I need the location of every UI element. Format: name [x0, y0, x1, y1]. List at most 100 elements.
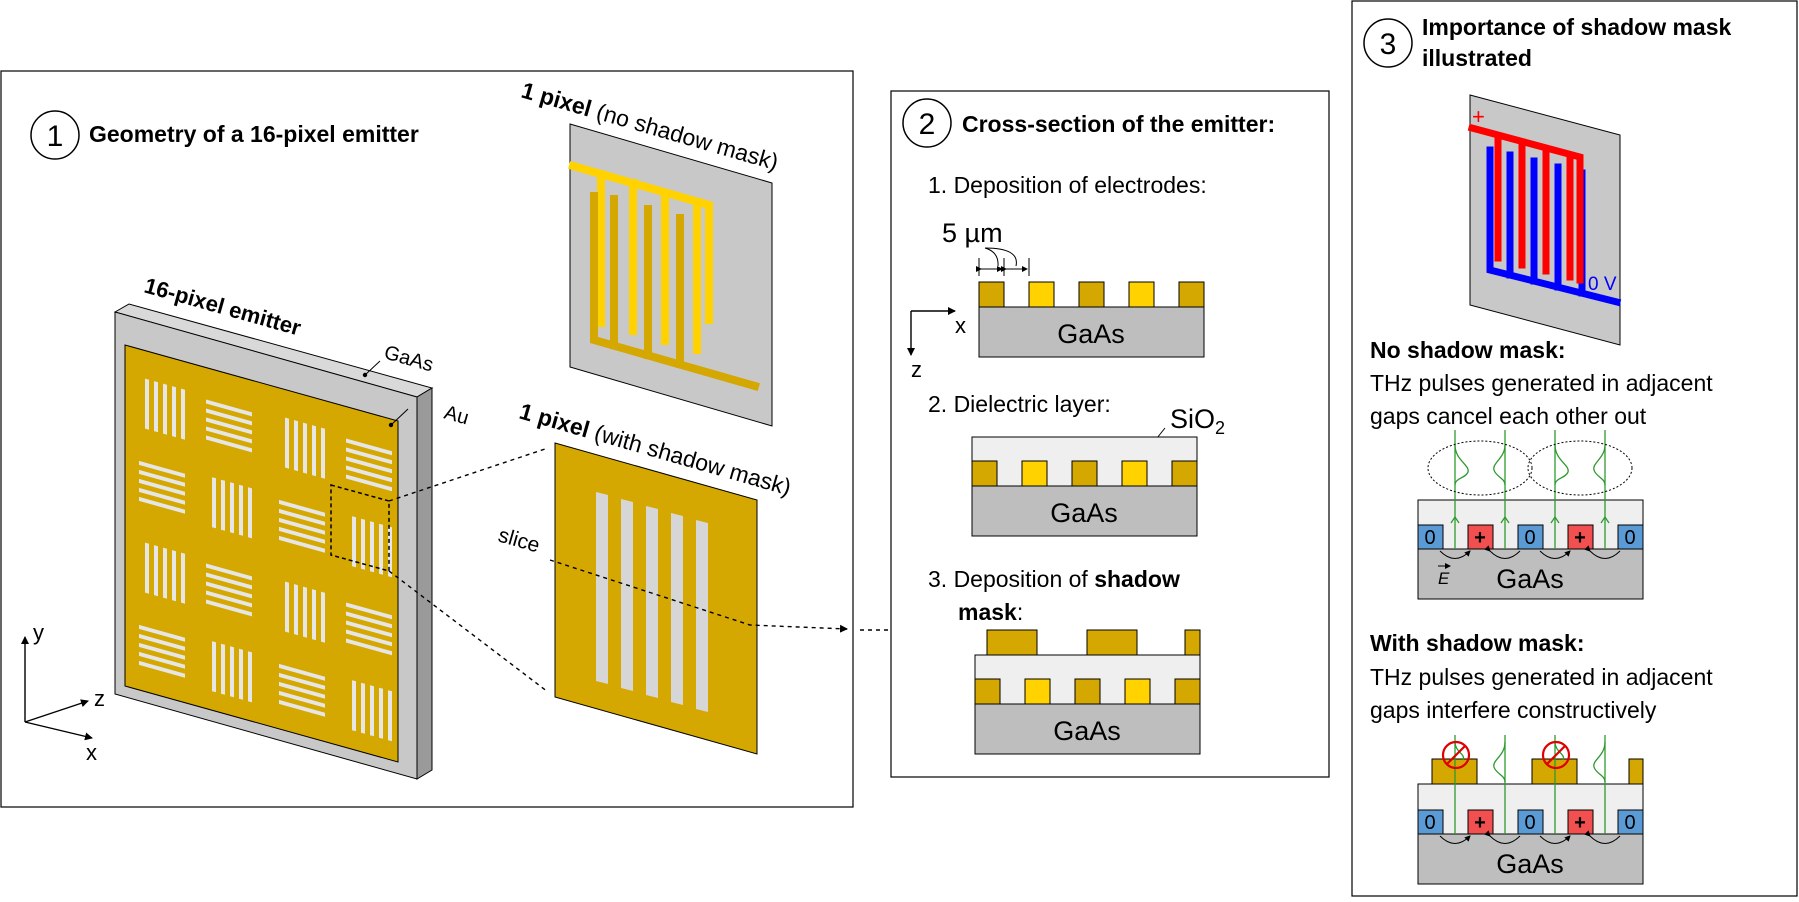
pixel-stripe [139, 478, 185, 496]
pixel-stripe [361, 682, 365, 734]
blocked-emission-icons [1441, 740, 1571, 770]
pixel-stripe [181, 552, 185, 604]
pixel-stripe [139, 487, 185, 505]
cs1-gaas: GaAs [1057, 319, 1125, 349]
cs-with-mask-field-arcs [1439, 830, 1621, 844]
axes-3d [21, 636, 93, 741]
panel3-number: 3 [1380, 28, 1397, 61]
pixel-stripe [279, 517, 325, 535]
pixel-stripe [139, 633, 185, 651]
thz-arrowheads-no-mask [1450, 515, 1610, 524]
gaas-leader [364, 360, 381, 376]
pixel-stripe [139, 624, 185, 642]
pixel-no-mask [568, 123, 773, 427]
pixel-stripe [239, 648, 243, 700]
emitter-slab [113, 303, 434, 780]
efield-label: E [1438, 569, 1450, 588]
pixel-stripe [139, 651, 185, 669]
pixel-stripe [139, 642, 185, 660]
panel-cross-section: 2 Cross-section of the emitter: 1. Depos… [890, 90, 1330, 778]
no-mask-heading: No shadow mask: [1370, 337, 1566, 363]
pixel-stripe [212, 477, 216, 529]
pixel-stripe [388, 690, 392, 742]
pixel-stripe [163, 547, 167, 599]
pixel-stripe [346, 620, 392, 638]
pixel-stripe [321, 427, 325, 479]
pixel-stripe [279, 508, 325, 526]
pixel-stripe [321, 591, 325, 643]
cs-no-mask-electrode-labels: 0 + 0 + 0 [1424, 527, 1635, 549]
slab-side-face [416, 387, 433, 780]
with-mask-line2: gaps interfere constructively [1370, 697, 1657, 723]
cs3-shadow-mask [986, 629, 1201, 656]
zero-volt-electrode [1486, 146, 1622, 307]
pixel-stripe [139, 496, 185, 514]
pixel-stripe [279, 699, 325, 717]
panel2-number: 2 [919, 108, 936, 141]
electrode-bright [568, 161, 713, 354]
pixel-stripe [352, 680, 356, 732]
cs-no-mask-electrodes [1417, 524, 1644, 550]
sio2-label: SiO2 [1170, 404, 1225, 438]
cs-with-mask: GaAs 0 + 0 + 0 [1417, 735, 1644, 885]
pixel-stripe [346, 611, 392, 629]
panel3-frame [1351, 0, 1798, 897]
pixel-stripe [181, 388, 185, 440]
pixel-stripe [248, 651, 252, 703]
positive-electrode [1467, 123, 1584, 284]
cs1-electrodes [978, 281, 1205, 308]
panel3-number-circle [1363, 18, 1413, 68]
pixel-stripe [312, 425, 316, 477]
cs-with-mask-electrodes [1417, 809, 1644, 835]
au-leader-dot [388, 422, 394, 428]
au-label: Au [442, 402, 472, 430]
cross-section-1: GaAs [978, 281, 1205, 358]
pixel-stripe [294, 584, 298, 636]
cs-with-mask-electrode-labels: 0 + 0 + 0 [1424, 812, 1635, 834]
pixel-stripe [346, 474, 392, 492]
pixel-stripe [221, 643, 225, 695]
with-mask-heading: With shadow mask: [1370, 630, 1585, 656]
axis-x-2d: x [955, 313, 966, 338]
pixel-stripe [279, 690, 325, 708]
pixel-stripe [346, 629, 392, 647]
step2-label: 2. Dielectric layer: [928, 391, 1111, 417]
svg-text:+: + [1574, 527, 1586, 549]
pixel-stripe [206, 399, 252, 417]
cs3-gaas: GaAs [1053, 716, 1121, 746]
cs-no-mask-gaas: GaAs [1496, 564, 1564, 594]
pixel-stripe [206, 417, 252, 435]
svg-text:+: + [1474, 527, 1486, 549]
pixel-stripe [346, 438, 392, 456]
axis-y-label: y [33, 620, 44, 645]
pixel-stripe [346, 638, 392, 656]
cs-no-mask-field-arcs [1439, 545, 1621, 559]
step3-label-line1: 3. Deposition of shadow [928, 566, 1180, 592]
cs-with-mask-gaas: GaAs [1496, 849, 1564, 879]
cancellation-ellipses [1427, 440, 1633, 496]
gaas-label: GaAs [382, 342, 436, 377]
pixel-stripe [279, 681, 325, 699]
with-mask-line1: THz pulses generated in adjacent [1370, 664, 1713, 690]
pixel-stripe [346, 465, 392, 483]
pixel-stripe [346, 456, 392, 474]
cs-no-mask: GaAs 0 + 0 + 0 E [1417, 430, 1644, 600]
cs-with-mask-substrate [1417, 833, 1644, 885]
panel1-number-circle [30, 110, 80, 160]
electrode-dark [590, 192, 760, 391]
pixel-stripe [221, 479, 225, 531]
svg-text:0: 0 [1624, 527, 1635, 549]
pixel-stripe [172, 550, 176, 602]
step3-label-line2: mask: [958, 599, 1023, 625]
axes-2d [907, 307, 956, 356]
cross-section-3: GaAs [974, 629, 1201, 755]
pixel-stripe [139, 469, 185, 487]
pixel-stripe [230, 482, 234, 534]
positive-terminal: + [1472, 104, 1485, 129]
pixel-stripe [279, 663, 325, 681]
zero-volt-label: 0 V [1588, 274, 1617, 295]
svg-text:0: 0 [1424, 527, 1435, 549]
cs-with-mask-shadow [1431, 758, 1644, 785]
cs2-gaas: GaAs [1050, 498, 1118, 528]
zoom-lines [388, 447, 549, 693]
